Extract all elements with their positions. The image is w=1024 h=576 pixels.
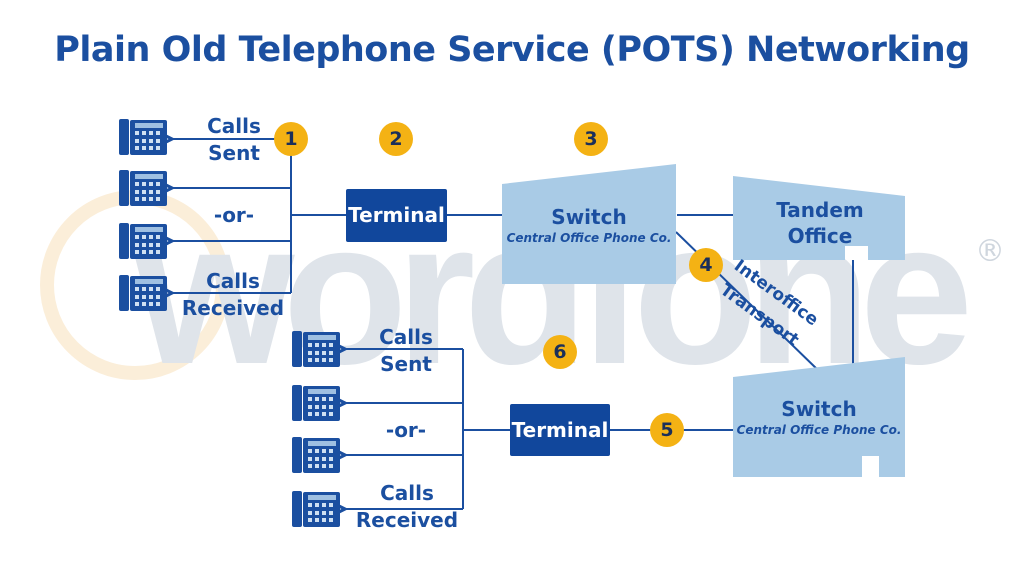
step-badge-3: 3	[574, 122, 608, 156]
switch-bottom-shape	[733, 357, 905, 477]
page-title: Plain Old Telephone Service (POTS) Netwo…	[54, 30, 970, 70]
bottom-terminal-box: Terminal	[510, 404, 610, 456]
tandem-office-shape	[733, 176, 905, 260]
desk-phone-icon	[292, 331, 340, 367]
desk-phone-icon	[292, 385, 340, 421]
step-badge-1: 1	[274, 122, 308, 156]
top-terminal-box: Terminal	[346, 189, 447, 242]
watermark-registered-mark: ®	[975, 234, 1005, 269]
top-or-label: -or-	[213, 203, 255, 227]
step-badge-5: 5	[650, 413, 684, 447]
step-badge-6: 6	[543, 335, 577, 369]
desk-phone-icon	[119, 223, 167, 259]
switch-bottom-label: Switch Central Office Phone Co.	[736, 397, 902, 437]
desk-phone-icon	[119, 275, 167, 311]
switch-top-shape	[502, 164, 676, 284]
tandem-office-label: Tandem Office	[776, 198, 864, 248]
desk-phone-icon	[119, 170, 167, 206]
step-badge-2: 2	[379, 122, 413, 156]
step-badge-4: 4	[689, 248, 723, 282]
desk-phone-icon	[292, 437, 340, 473]
desk-phone-icon	[119, 119, 167, 155]
desk-phone-icon	[292, 491, 340, 527]
switch-top-label: Switch Central Office Phone Co.	[506, 205, 672, 245]
bottom-or-label: -or-	[385, 418, 427, 442]
